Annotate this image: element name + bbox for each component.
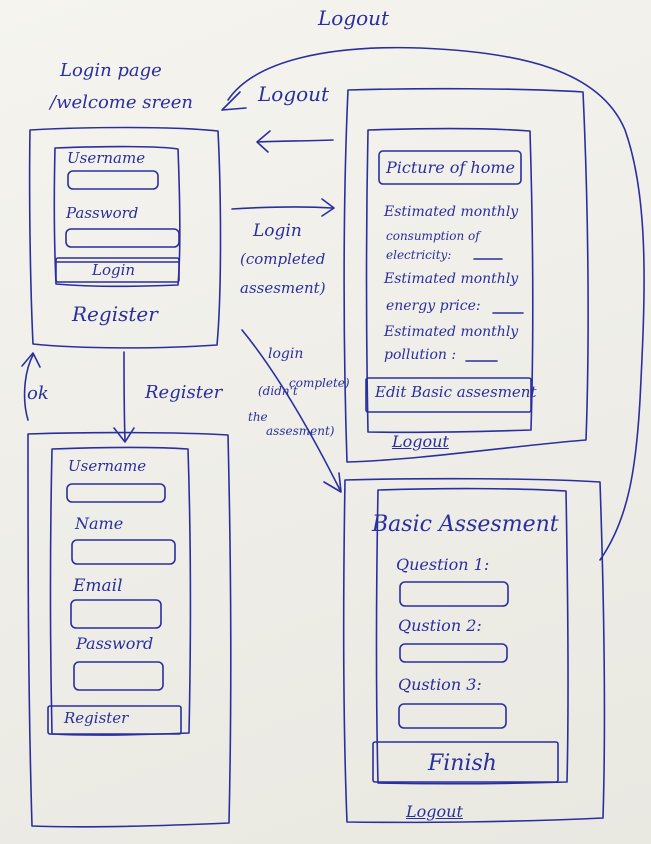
register-password-field [73,661,164,691]
register-link[interactable]: Register [72,302,158,326]
login-username-field [67,170,159,190]
home-inner-frame [365,127,534,434]
home-edit-button[interactable]: Edit Basic assesment [375,383,537,401]
register-email-label: Email [73,576,123,596]
arrow-login-to-register [123,351,126,441]
assessment-q2-field [399,643,508,663]
register-password-label: Password [76,634,154,653]
arrow-complete-label: complete) [289,376,350,390]
home-frame [343,87,589,463]
login-page-title: Login page [60,60,162,81]
assessment-inner-frame [375,487,569,785]
arrow-assesment-label: assesment) [266,424,335,438]
assessment-q1-field [399,581,509,607]
arrow-logout-label: Logout [258,82,330,106]
arrow-the-label: the [248,410,268,424]
arrow-login-completed-label-2: (completed [240,250,326,268]
register-name-field [71,539,176,565]
home-pollution-line-2: pollution : [384,347,457,363]
assessment-finish-button[interactable]: Finish [428,751,497,776]
login-button-box [55,257,180,283]
arrow-login-completed-label-1: Login [253,221,302,241]
register-submit-button[interactable]: Register [64,709,129,727]
login-page-subtitle: /welcome sreen [50,92,193,113]
register-frame [27,431,232,828]
login-inner-frame [53,145,181,288]
arrow-didnt-label: (didn't [258,384,298,398]
home-logout-link[interactable]: Logout [392,432,449,451]
assessment-q1-label: Question 1: [396,555,490,574]
register-email-field [70,599,162,629]
register-username-field [66,483,166,503]
login-password-field [65,228,180,248]
logout-loop-arrow [227,46,645,561]
arrow-login-to-assessment [241,329,341,491]
assessment-title: Basic Assesment [372,512,559,537]
register-username-label: Username [68,457,147,475]
home-consumption-line-3: electricity: [386,248,452,262]
login-frame [28,126,222,349]
assessment-frame [342,477,606,824]
arrow-register-to-login [23,354,34,421]
assessment-q3-label: Qustion 3: [398,675,482,694]
top-logout-label[interactable]: Logout [318,6,390,30]
home-price-line-2: energy price: [386,298,481,314]
arrow-home-to-login [257,139,334,143]
login-username-label: Username [67,149,146,167]
home-picture-box [378,150,522,185]
home-price-line-1: Estimated monthly [384,271,519,287]
arrow-register-label: Register [145,382,223,403]
assessment-logout-link[interactable]: Logout [406,802,463,821]
login-password-label: Password [66,204,139,222]
home-pollution-line-1: Estimated monthly [384,324,519,340]
home-consumption-line-1: Estimated monthly [384,204,519,220]
register-inner-frame [49,446,192,736]
register-name-label: Name [75,514,124,533]
register-button-box [47,705,182,735]
login-button[interactable]: Login [92,261,136,279]
assessment-finish-box [372,741,559,783]
arrow-login-completed-label-3: assesment) [240,279,326,297]
home-edit-button-box [365,377,532,413]
assessment-q3-field [398,703,507,729]
logout-loop-arrowhead [221,91,247,111]
home-picture-label: Picture of home [386,158,515,177]
arrow-login-incomplete-label: login [268,346,304,362]
arrow-ok-label: ok [27,383,49,404]
arrow-login-to-home [231,206,333,210]
assessment-q2-label: Qustion 2: [398,616,482,635]
home-consumption-line-2: consumption of [386,229,480,243]
